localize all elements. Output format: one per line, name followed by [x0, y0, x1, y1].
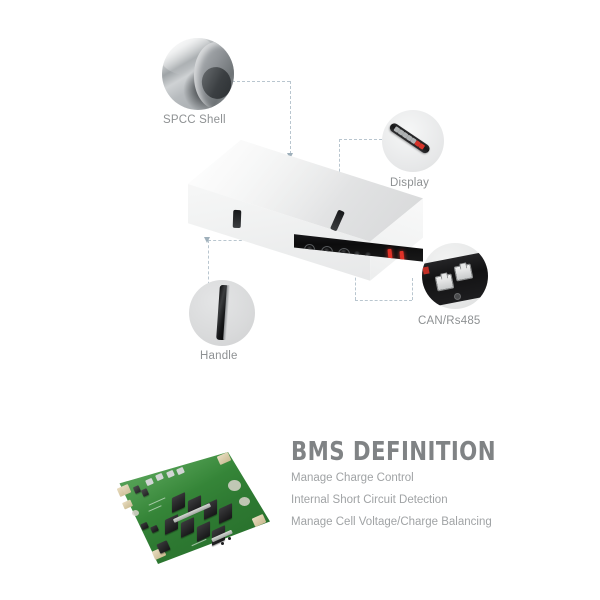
handle-detail — [189, 280, 255, 346]
bms-heading: BMS DEFINITION — [291, 437, 496, 467]
can-rs485-detail — [422, 243, 488, 309]
bms-feature-2: Internal Short Circuit Detection — [291, 494, 448, 506]
handle-slot — [232, 210, 242, 229]
callout-label-spcc-shell: SPCC Shell — [163, 114, 226, 126]
callout-label-handle: Handle — [200, 350, 238, 362]
rj45-port-icon — [434, 273, 455, 292]
callout-label-can-rs485: CAN/Rs485 — [418, 315, 481, 327]
bms-feature-3: Manage Cell Voltage/Charge Balancing — [291, 516, 492, 528]
display-detail — [382, 110, 444, 172]
bms-feature-1: Manage Charge Control — [291, 472, 414, 484]
battery-cabinet — [188, 140, 423, 300]
pcb-gloss — [119, 452, 270, 564]
led-display-icon — [388, 121, 432, 156]
led-indicator-2 — [399, 250, 405, 262]
callout-label-display: Display — [390, 177, 430, 189]
spcc-shell-detail — [162, 38, 234, 110]
bms-pcb-board — [95, 452, 270, 564]
